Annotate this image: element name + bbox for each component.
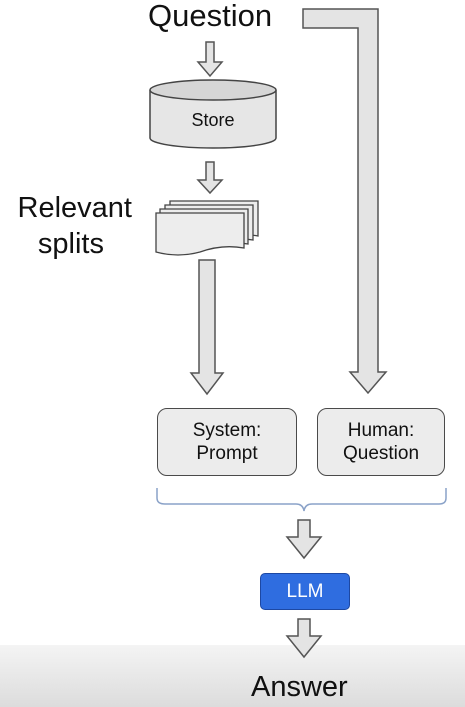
- human-question-box: Human: Question: [317, 408, 445, 476]
- llm-to-answer-arrow: [285, 618, 323, 659]
- bracket-to-llm-arrow: [285, 519, 323, 560]
- system-box-line-2: Prompt: [196, 443, 258, 464]
- relevant-splits-line-1: Relevant: [17, 192, 132, 224]
- question-to-store-arrow: [196, 41, 224, 78]
- bottom-band: [0, 645, 465, 707]
- store-label: Store: [191, 110, 235, 130]
- question-to-human-arrow: [302, 8, 388, 395]
- human-box-line-1: Human:: [347, 420, 415, 441]
- store-to-splits-arrow: [196, 161, 224, 195]
- question-label: Question: [148, 0, 273, 33]
- grouping-bracket: [156, 488, 447, 512]
- human-box-line-2: Question: [342, 443, 420, 464]
- llm-box: LLM: [260, 573, 350, 610]
- document-stack-icon: [155, 200, 259, 256]
- splits-to-system-arrow: [189, 259, 225, 396]
- system-prompt-box: System: Prompt: [157, 408, 297, 476]
- answer-label: Answer: [251, 671, 348, 703]
- relevant-splits-line-2: splits: [37, 228, 104, 260]
- system-box-line-1: System:: [192, 420, 262, 441]
- relevant-splits-label: Relevant splits: [2, 190, 132, 262]
- store-cylinder-icon: [149, 79, 277, 149]
